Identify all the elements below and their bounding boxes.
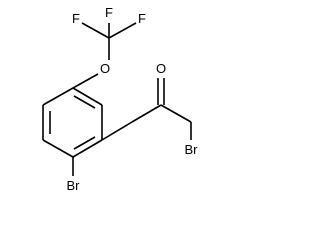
bond-ch2-carbonyl	[131, 104, 162, 123]
chemical-structure-diagram: F F F O O Br Br	[42, 5, 199, 193]
atom-label-br-ring: Br	[67, 178, 81, 193]
bond-c-f-right	[108, 22, 137, 39]
atom-label-f-left: F	[72, 11, 80, 26]
bond-ring-ch2	[101, 121, 133, 141]
ring-bond-4	[42, 139, 74, 158]
bond-carbonyl-ch2	[160, 104, 192, 123]
atom-label-ether-oxygen: O	[100, 61, 110, 76]
bond-o-ring	[72, 73, 99, 89]
ring-bond-1	[72, 87, 103, 106]
atom-label-f-top: F	[105, 5, 113, 20]
ring-double-bond-1	[73, 95, 96, 109]
atom-label-f-right: F	[138, 11, 146, 26]
atom-label-carbonyl-oxygen: O	[156, 61, 166, 76]
ring-double-bond-2	[73, 136, 96, 150]
bond-c-f-left	[81, 22, 110, 39]
ring-bond-6	[42, 87, 74, 106]
ring-bond-3	[72, 139, 103, 158]
atom-label-br-chain: Br	[185, 142, 199, 157]
